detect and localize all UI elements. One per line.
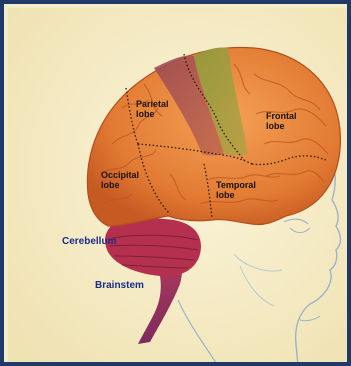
brain-illustration <box>4 4 351 366</box>
parietal-lobe-label: Parietal lobe <box>136 99 169 119</box>
brainstem-label: Brainstem <box>95 280 144 291</box>
cerebellum-label: Cerebellum <box>62 236 116 247</box>
occipital-lobe-label: Occipital lobe <box>101 170 139 190</box>
frontal-lobe-label: Frontal lobe <box>266 111 297 131</box>
temporal-lobe-label: Temporal lobe <box>216 180 256 200</box>
